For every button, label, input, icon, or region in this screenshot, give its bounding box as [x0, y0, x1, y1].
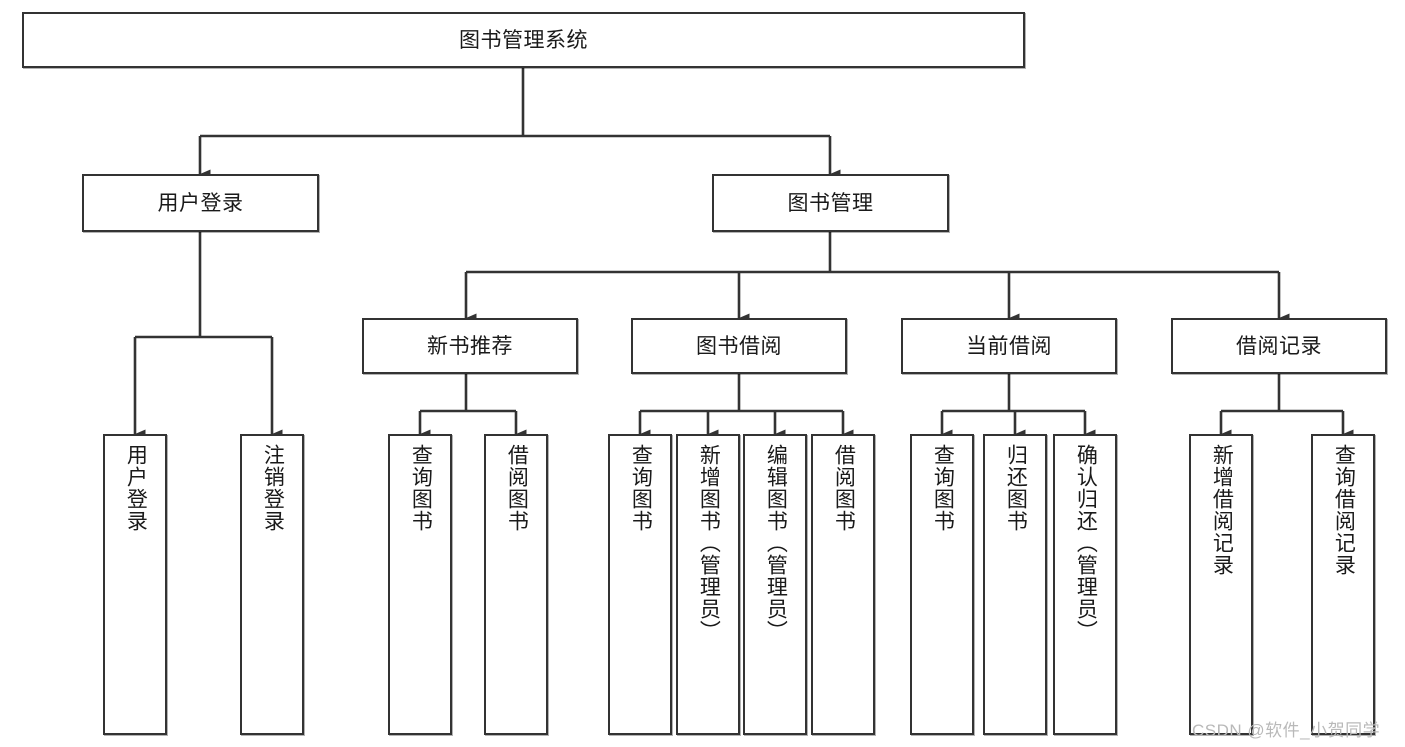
leaf-node-5-label: 新增图书（管理员）: [697, 444, 721, 642]
leaf-node-0-label: 用户登录: [124, 444, 148, 532]
leaf-node-8-label: 查询图书: [931, 444, 955, 532]
level3-node-1-label: 图书借阅: [696, 334, 782, 358]
leaf-node-12-label: 查询借阅记录: [1332, 444, 1356, 576]
leaf-node-10-label: 确认归还（管理员）: [1074, 444, 1098, 642]
leaf-node-2-label: 查询图书: [409, 444, 433, 532]
leaf-node-1[interactable]: 注销登录: [240, 434, 304, 735]
leaf-node-9-label: 归还图书: [1004, 444, 1028, 532]
level2-node-0-label: 用户登录: [157, 191, 244, 215]
root-node-0-label: 图书管理系统: [459, 28, 588, 52]
leaf-node-11-label: 新增借阅记录: [1210, 444, 1234, 576]
level2-node-0[interactable]: 用户登录: [82, 174, 319, 232]
level3-node-3-label: 借阅记录: [1236, 334, 1322, 358]
root-node-0[interactable]: 图书管理系统: [22, 12, 1025, 68]
level2-node-1-label: 图书管理: [787, 191, 874, 215]
leaf-node-6-label: 编辑图书（管理员）: [764, 444, 788, 642]
leaf-node-8[interactable]: 查询图书: [910, 434, 974, 735]
leaf-node-6[interactable]: 编辑图书（管理员）: [743, 434, 807, 735]
leaf-node-4-label: 查询图书: [629, 444, 653, 532]
leaf-node-2[interactable]: 查询图书: [388, 434, 452, 735]
level3-node-3[interactable]: 借阅记录: [1171, 318, 1387, 374]
leaf-node-7[interactable]: 借阅图书: [811, 434, 875, 735]
leaf-node-1-label: 注销登录: [261, 444, 285, 532]
leaf-node-10[interactable]: 确认归还（管理员）: [1053, 434, 1117, 735]
leaf-node-5[interactable]: 新增图书（管理员）: [676, 434, 740, 735]
leaf-node-3[interactable]: 借阅图书: [484, 434, 548, 735]
level3-node-0[interactable]: 新书推荐: [362, 318, 578, 374]
leaf-node-12[interactable]: 查询借阅记录: [1311, 434, 1375, 735]
leaf-node-4[interactable]: 查询图书: [608, 434, 672, 735]
csdn-watermark: CSDN @软件_小贺同学: [1192, 721, 1381, 740]
leaf-node-3-label: 借阅图书: [505, 444, 529, 532]
level3-node-2[interactable]: 当前借阅: [901, 318, 1117, 374]
level2-node-1[interactable]: 图书管理: [712, 174, 949, 232]
leaf-node-7-label: 借阅图书: [832, 444, 856, 532]
leaf-node-0[interactable]: 用户登录: [103, 434, 167, 735]
leaf-node-11[interactable]: 新增借阅记录: [1189, 434, 1253, 735]
leaf-node-9[interactable]: 归还图书: [983, 434, 1047, 735]
level3-node-0-label: 新书推荐: [427, 334, 513, 358]
level3-node-2-label: 当前借阅: [966, 334, 1052, 358]
level3-node-1[interactable]: 图书借阅: [631, 318, 847, 374]
connector-group: [133, 68, 1354, 439]
